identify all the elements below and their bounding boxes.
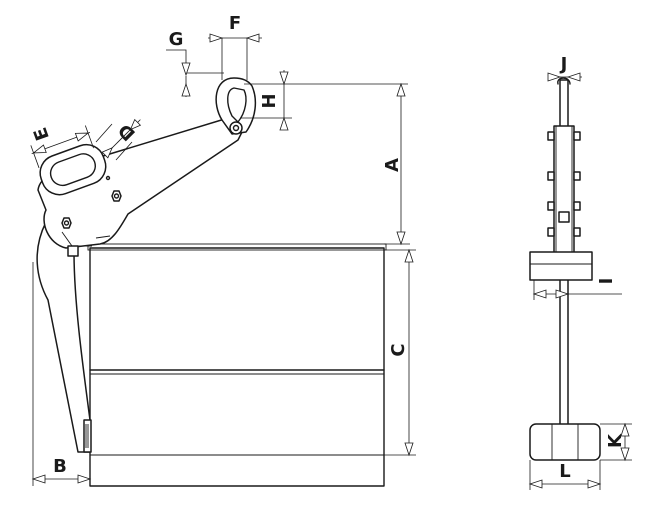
dimension-d xyxy=(101,118,142,159)
side-view: J I K L xyxy=(528,54,632,490)
clamp-leg xyxy=(36,221,91,453)
dimension-a xyxy=(244,82,410,246)
dimension-b xyxy=(31,262,92,486)
dimension-j xyxy=(547,72,582,82)
label-b: B xyxy=(53,456,67,477)
label-g: G xyxy=(169,29,184,50)
label-i: I xyxy=(596,278,617,285)
label-k: K xyxy=(605,433,626,448)
dimension-l xyxy=(528,460,602,490)
nut-middle xyxy=(111,190,122,202)
dimension-c xyxy=(384,248,416,457)
side-pad xyxy=(529,423,601,461)
drum-outline xyxy=(87,243,387,487)
dimension-g xyxy=(166,49,224,97)
handle-grip xyxy=(39,143,107,196)
label-f: F xyxy=(229,13,241,34)
label-h: H xyxy=(259,93,280,108)
label-j: J xyxy=(559,54,568,75)
jaw-pad xyxy=(83,419,92,453)
label-a: A xyxy=(382,158,403,172)
label-e: E xyxy=(30,125,54,144)
front-view: A C B F xyxy=(30,13,416,487)
label-c: C xyxy=(388,343,409,356)
dimension-k xyxy=(600,422,632,462)
dimension-e xyxy=(30,125,94,169)
dimension-i xyxy=(532,280,622,300)
label-l: L xyxy=(559,461,570,482)
dimension-h xyxy=(240,70,292,131)
nut-lower xyxy=(61,217,72,229)
pivot-bolt-top xyxy=(229,121,243,135)
